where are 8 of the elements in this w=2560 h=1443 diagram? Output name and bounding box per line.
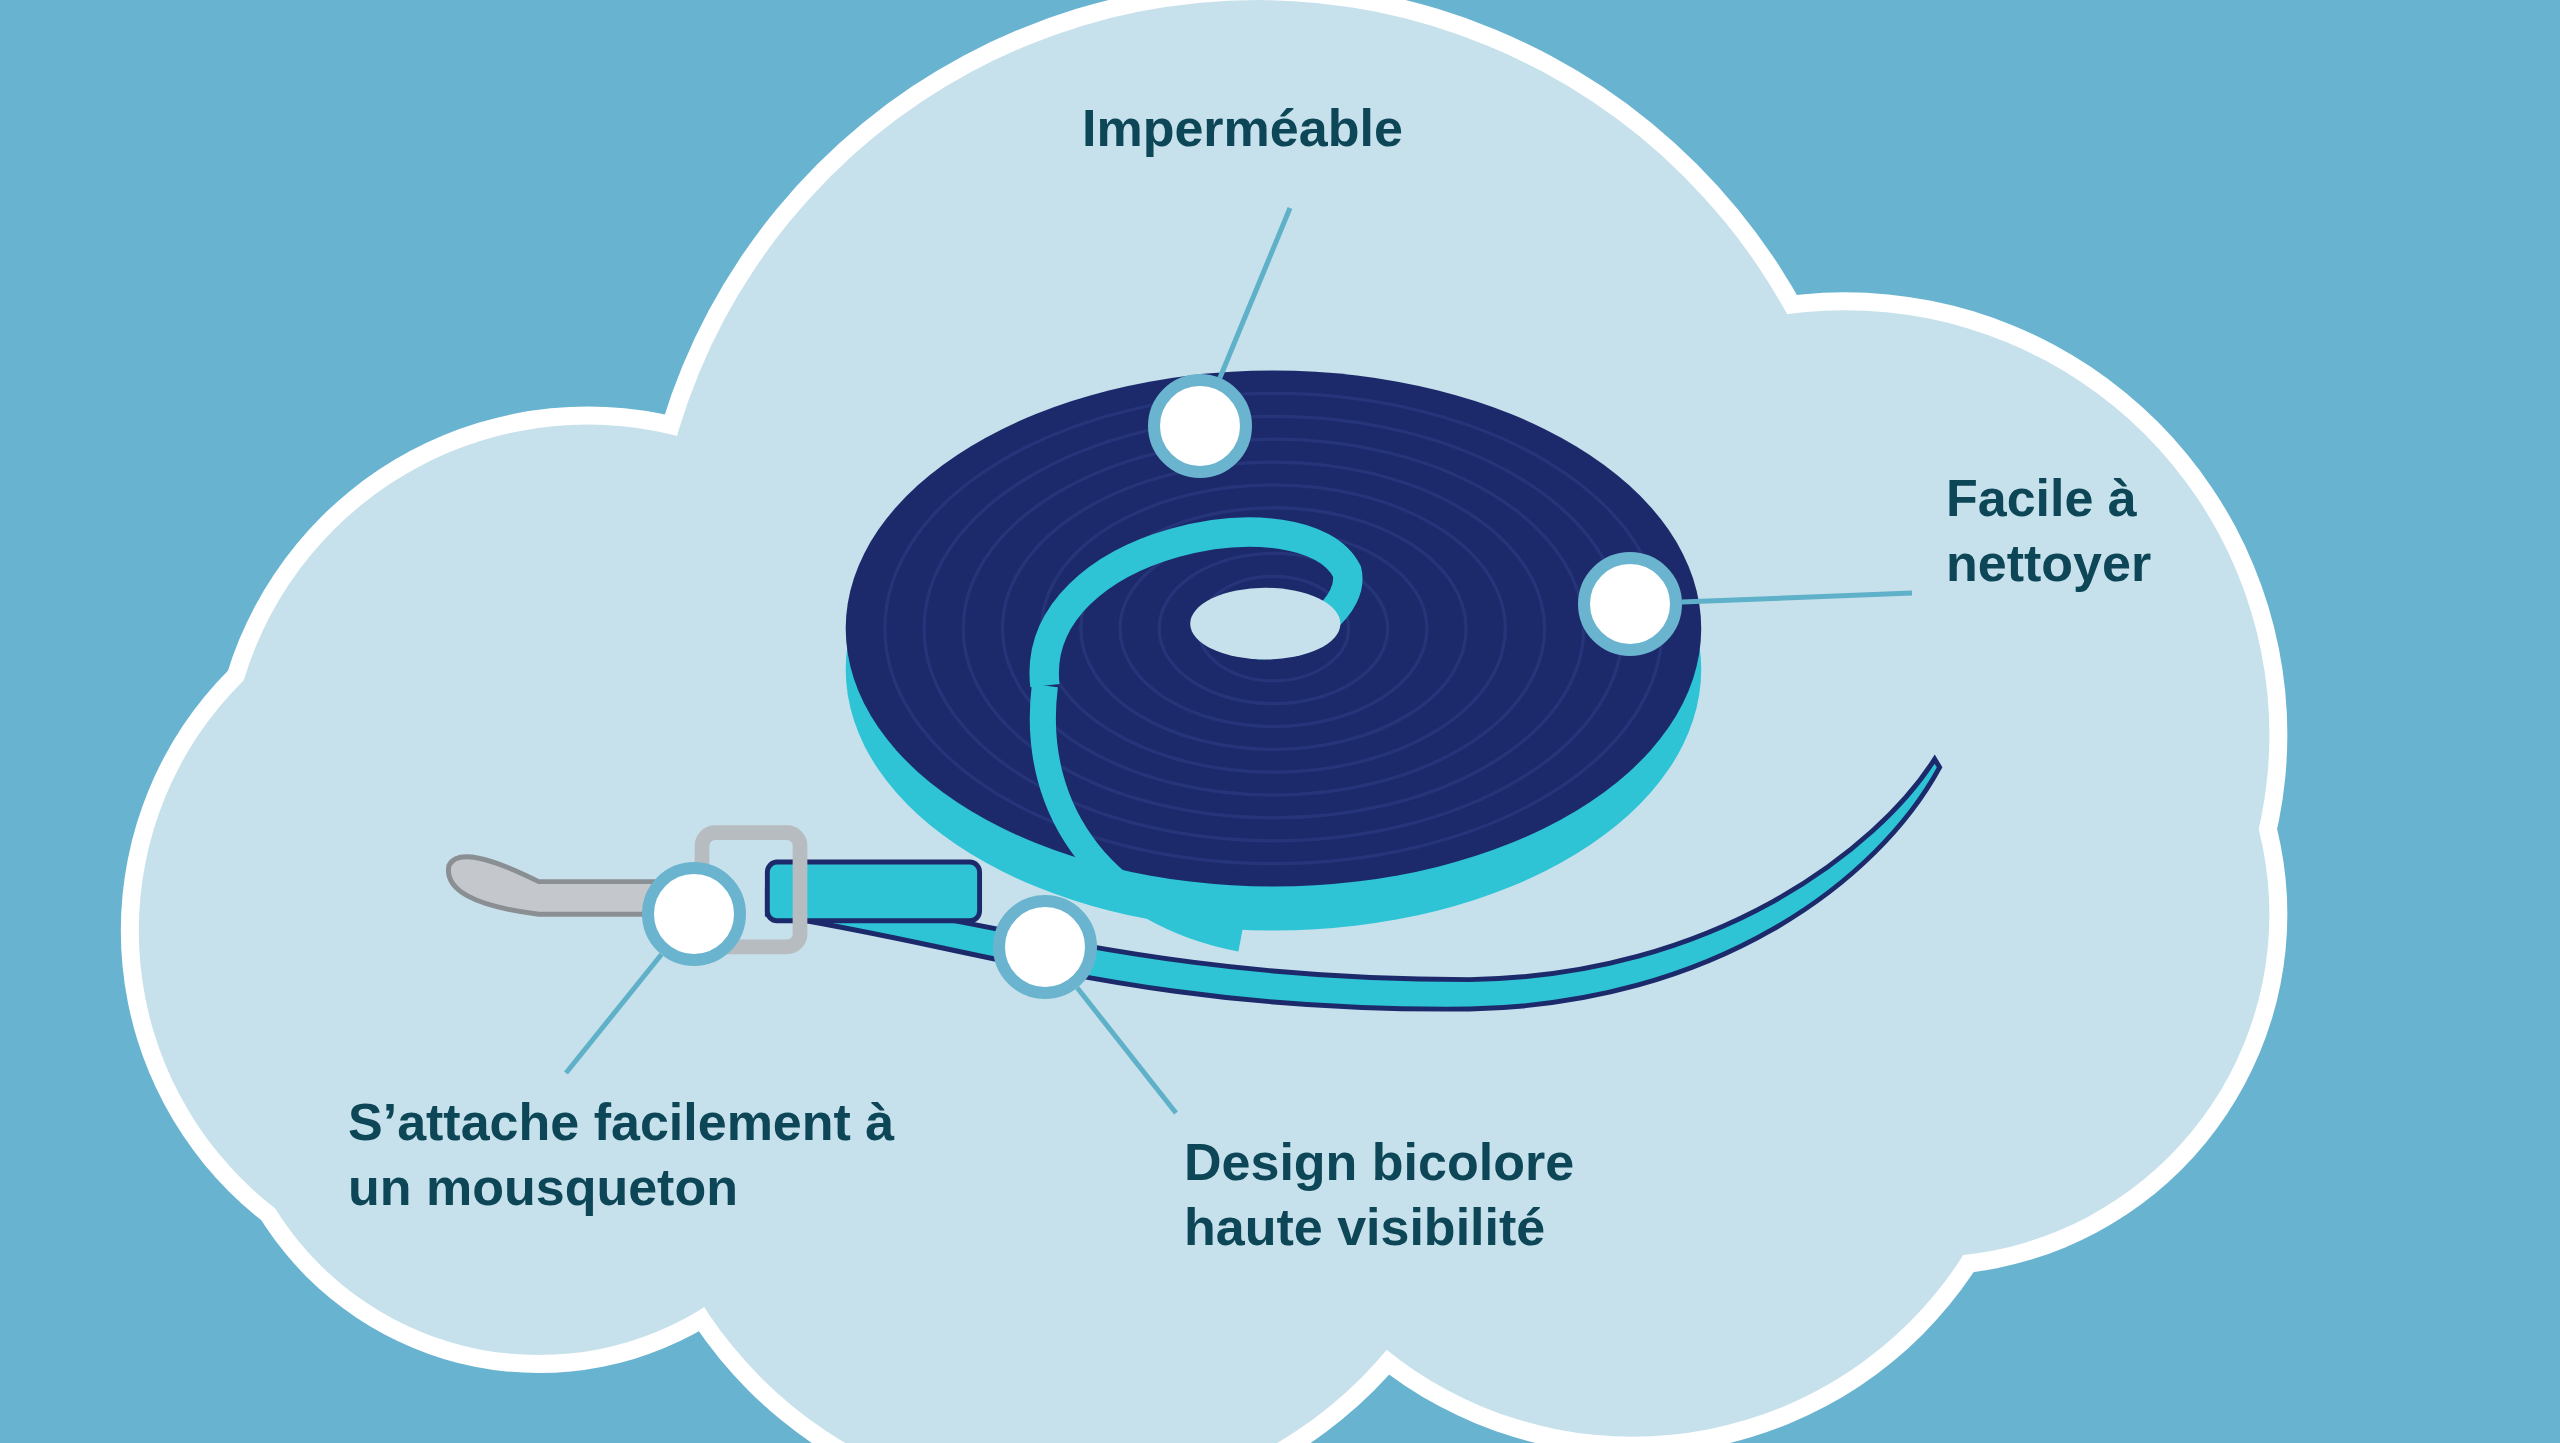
- callout-label: Facile à nettoyer: [1946, 466, 2226, 596]
- callout-label: S’attache facilement à un mousqueton: [348, 1090, 948, 1220]
- callout-label: Design bicolore haute visibilité: [1184, 1130, 1644, 1260]
- callout-label: Imperméable: [1082, 96, 1502, 161]
- leader-line: [1681, 590, 1913, 605]
- leader-line: [1075, 986, 1178, 1115]
- leader-line: [564, 952, 664, 1075]
- leader-line: [1217, 207, 1293, 379]
